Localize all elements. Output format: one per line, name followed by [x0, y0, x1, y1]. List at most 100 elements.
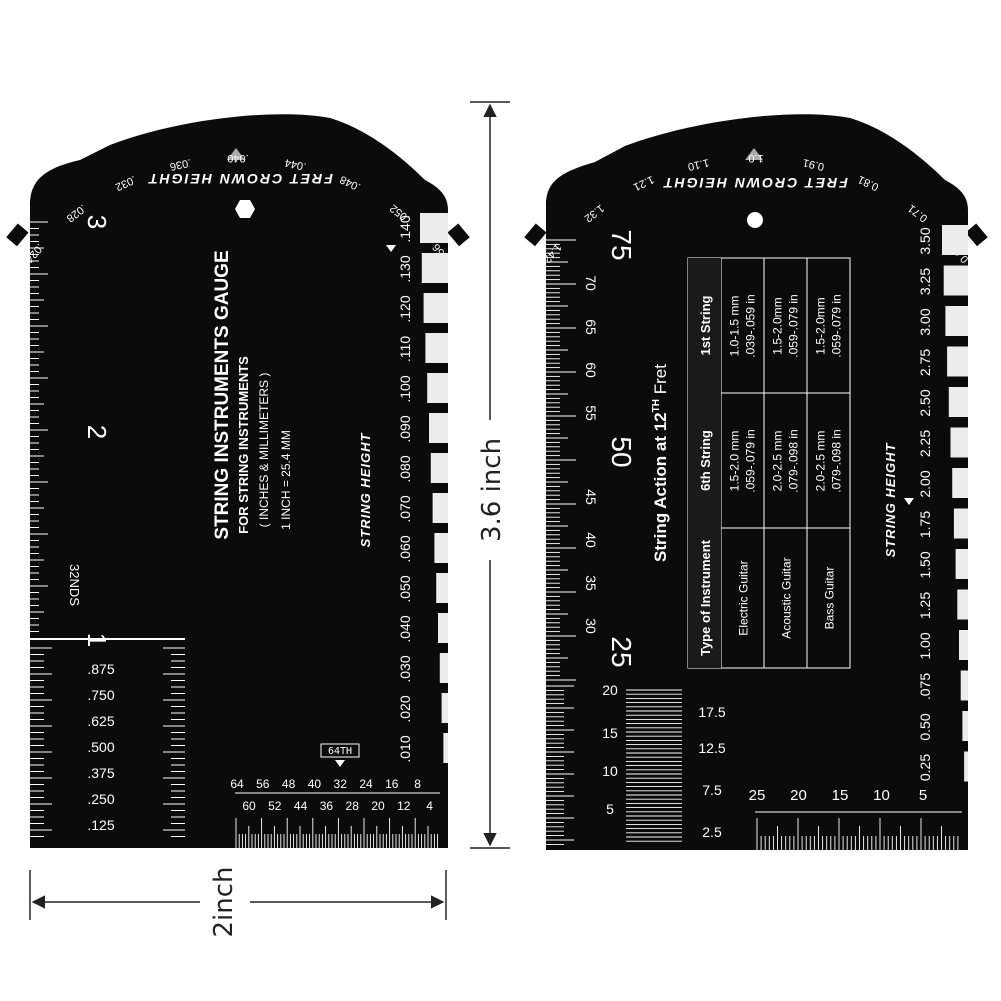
height-step-value: 1.25 [917, 592, 933, 619]
pointer-icon [227, 148, 245, 160]
height-step-value: 3.50 [917, 227, 933, 254]
bottom-scale-label: 52 [268, 799, 282, 813]
mm-minor-mark: 55 [583, 405, 599, 421]
bottom-scale-label: 32 [334, 777, 348, 791]
lower-value: 15 [602, 725, 618, 741]
bottom-scale-label: 25 [749, 787, 766, 804]
mm-minor-mark: 30 [583, 618, 599, 634]
lower-value: 5 [606, 801, 614, 817]
fraction-value: .250 [87, 791, 114, 807]
height-step [957, 589, 968, 620]
pointer-icon [745, 148, 763, 160]
mm-minor-mark: 40 [583, 532, 599, 548]
title-units: ( INCHES & MILLIMETERS ) [257, 373, 271, 528]
crown-tooth [623, 148, 646, 170]
height-step-value: 1.75 [917, 511, 933, 538]
height-step-value: .075 [917, 673, 933, 700]
height-step [427, 373, 448, 403]
height-dimension-label: 3.6 inch [477, 437, 507, 543]
height-step [943, 265, 968, 296]
table-title: String Action at 12TH Fret [651, 364, 670, 562]
fret-crown-value: 1.10 [687, 156, 711, 172]
mm-minor-mark: 60 [583, 362, 599, 378]
half-mm-value: 2.5 [702, 824, 722, 840]
fraction-value: .375 [87, 765, 114, 781]
crown-tooth [683, 130, 704, 148]
bottom-scale-label: 20 [790, 787, 807, 804]
height-step-value: 3.00 [917, 308, 933, 335]
half-mm-value: 17.5 [698, 704, 725, 720]
bottom-scale-label: 44 [294, 799, 308, 813]
instrument-name: Bass Guitar [823, 567, 837, 630]
inch-mark: 2 [82, 425, 112, 439]
mm-minor-mark: 65 [583, 319, 599, 335]
height-step [964, 751, 968, 782]
height-step [953, 508, 968, 539]
height-step [423, 293, 448, 323]
crown-tooth [919, 180, 943, 203]
height-step-value: .010 [397, 735, 413, 762]
height-step-value: .070 [397, 495, 413, 522]
height-step [950, 427, 968, 458]
height-step [942, 225, 968, 255]
string-height-label: STRING HEIGHT [358, 433, 373, 548]
inch-ruler [30, 221, 48, 632]
first-string-in: .059-.079 in [787, 294, 801, 357]
height-step-value: 2.50 [917, 389, 933, 416]
fraction-value: .500 [87, 739, 114, 755]
height-step-value: .110 [397, 336, 413, 362]
mm-ruler [546, 239, 576, 681]
bottom-scale-label: 8 [414, 777, 421, 791]
crown-tooth [747, 125, 765, 139]
table-header-band [688, 258, 721, 668]
height-step-value: .080 [397, 455, 413, 482]
height-step [962, 711, 968, 741]
height-step-value: .020 [397, 695, 413, 722]
lower-value: 20 [602, 682, 618, 698]
instrument-name: Electric Guitar [737, 560, 751, 635]
height-step-value: .060 [397, 535, 413, 562]
mm-minor-mark: 35 [583, 575, 599, 591]
height-step-value: 2.25 [917, 430, 933, 457]
hanging-hole [235, 200, 255, 218]
fret-crown-title: FRET CROWN HEIGHT [662, 175, 848, 191]
string-height-steps [420, 213, 448, 763]
instrument-name: Acoustic Guitar [780, 557, 794, 638]
table-header: Type of Instrument [698, 539, 713, 656]
crown-tooth [965, 223, 988, 247]
fraction-value: .750 [87, 687, 114, 703]
width-dimension [29, 870, 447, 920]
mm-major-mark: 25 [606, 636, 637, 667]
sixth-string-in: .079-.098 in [787, 429, 801, 492]
ruler-unit-label: 32NDS [67, 564, 82, 606]
bottom-scale-label: 40 [308, 777, 322, 791]
width-dimension-label: 2inch [209, 866, 239, 938]
height-step [945, 306, 968, 336]
height-step-value: 0.50 [917, 713, 933, 740]
bottom-scale-label: 16 [385, 777, 399, 791]
fret-crown-value: .036 [169, 156, 193, 172]
height-step-value: .120 [397, 295, 413, 322]
height-step-value: 1.00 [917, 632, 933, 659]
first-string-mm: 1.5-2.0mm [814, 297, 828, 354]
half-mm-value: 12.5 [698, 740, 725, 756]
height-step-value: .030 [397, 655, 413, 682]
height-step [434, 533, 448, 563]
sixth-string-mm: 2.0-2.5 mm [814, 431, 828, 492]
height-step [439, 653, 448, 683]
inch-mark: 3 [82, 215, 112, 229]
crown-tooth [51, 180, 75, 203]
height-step-value: 3.25 [917, 268, 933, 295]
title-conversion: 1 INCH = 25.4 MM [279, 430, 293, 530]
height-step [959, 630, 968, 660]
height-step [438, 613, 448, 643]
crown-tooth [6, 223, 29, 247]
crown-tooth [524, 223, 547, 247]
height-step-value: 2.00 [917, 470, 933, 497]
height-step-value: .100 [397, 375, 413, 402]
height-step-value: 2.75 [917, 349, 933, 376]
height-step-value: 1.50 [917, 551, 933, 578]
height-step-value: 0.25 [917, 754, 933, 781]
